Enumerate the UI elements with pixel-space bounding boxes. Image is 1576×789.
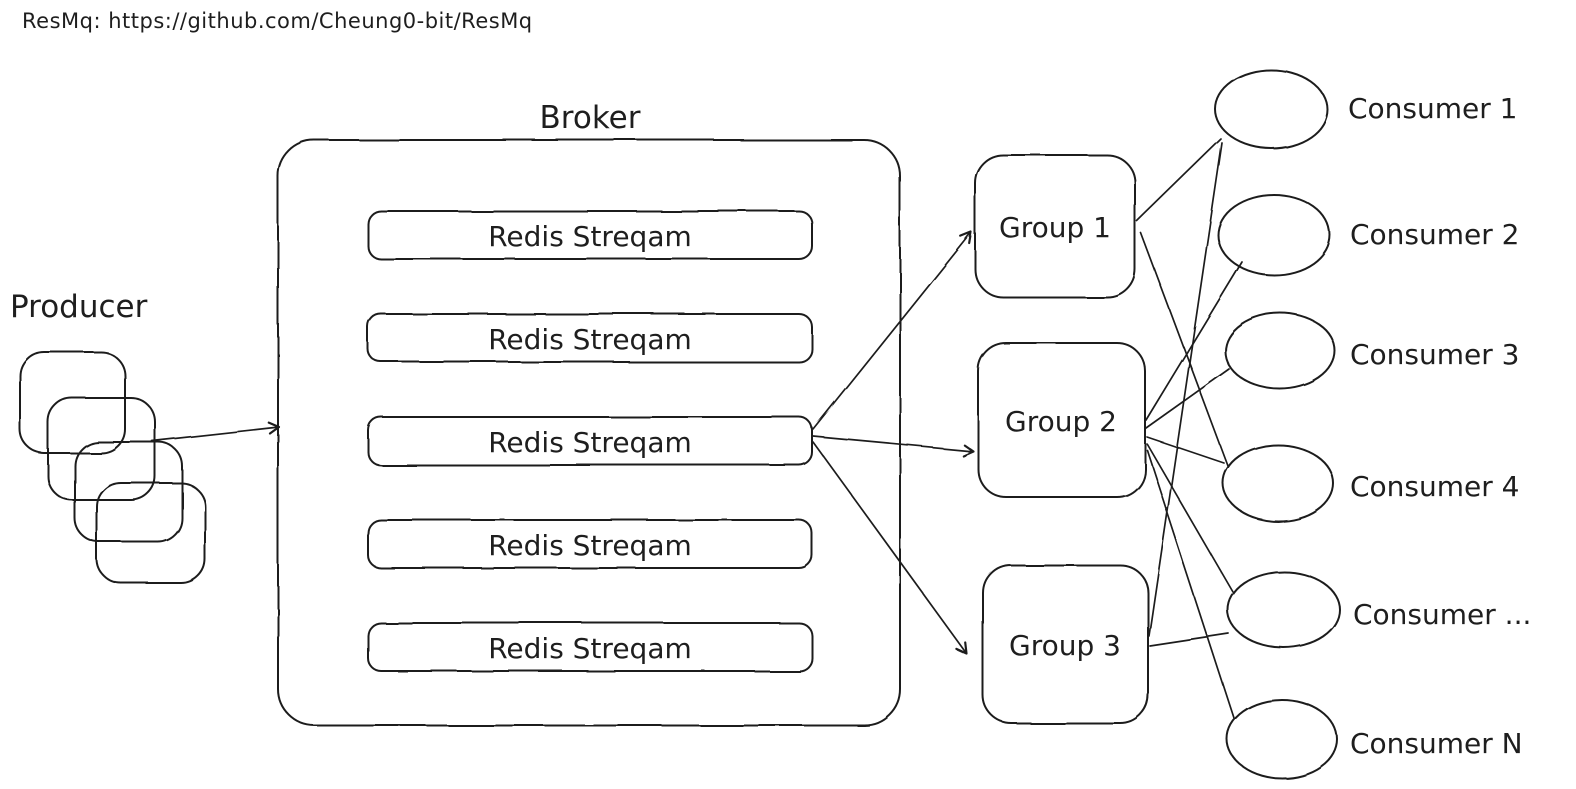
producer-box-1 — [19, 351, 126, 454]
consumer-node-4 — [1222, 444, 1334, 522]
redis-stream-label-5: Redis Streqam — [488, 632, 692, 665]
producer-box-4 — [96, 482, 206, 584]
group-label-1: Group 1 — [999, 211, 1111, 244]
edge-group2-consumer-ellipsis — [1146, 443, 1234, 593]
edge-group1-consumer1 — [1136, 138, 1222, 222]
arrow-producer-to-broker — [151, 421, 281, 442]
group-label-3: Group 3 — [1009, 629, 1121, 662]
group-box-2 — [977, 342, 1146, 498]
edge-group3-consumer-ellipsis — [1149, 633, 1230, 647]
producer-stack — [19, 351, 206, 584]
redis-stream-box-2 — [367, 313, 813, 363]
group-box-3 — [982, 564, 1149, 724]
consumer-label-2: Consumer 2 — [1350, 218, 1520, 251]
redis-stream-box-4 — [367, 519, 813, 569]
consumer-node-3 — [1224, 312, 1336, 390]
producer-box-2 — [47, 397, 156, 501]
redis-stream-label-2: Redis Streqam — [488, 323, 692, 356]
consumer-node-ellipsis — [1227, 571, 1341, 649]
redis-stream-box-5 — [367, 622, 813, 672]
consumer-label-4: Consumer 4 — [1350, 470, 1520, 503]
arrow-stream3-to-group2 — [812, 435, 975, 457]
redis-stream-label-3: Redis Streqam — [488, 426, 692, 459]
arrow-stream3-to-group3 — [812, 441, 969, 656]
redis-stream-box-3 — [367, 416, 813, 466]
producer-label: Producer — [10, 289, 148, 325]
group-box-1 — [974, 154, 1136, 298]
redis-stream-label-4: Redis Streqam — [488, 529, 692, 562]
edge-group2-consumer4 — [1146, 436, 1225, 464]
consumer-label-3: Consumer 3 — [1350, 338, 1520, 371]
consumer-node-2 — [1217, 194, 1331, 276]
diagram-caption: ResMq: https://github.com/Cheung0-bit/Re… — [22, 9, 533, 33]
consumer-label-1: Consumer 1 — [1348, 92, 1518, 125]
edge-group2-consumer2 — [1145, 261, 1243, 421]
arrow-stream3-to-group1 — [812, 230, 973, 430]
consumer-label-ellipsis: Consumer ... — [1353, 598, 1531, 631]
edge-group3-consumer1 — [1148, 142, 1223, 637]
consumer-node-1 — [1214, 69, 1328, 149]
consumer-node-n — [1226, 699, 1338, 779]
edge-group1-consumer4 — [1140, 232, 1229, 467]
edge-group2-consumer-n — [1146, 449, 1235, 719]
producer-box-3 — [74, 441, 183, 543]
redis-stream-box-1 — [367, 210, 813, 260]
broker-label: Broker — [540, 100, 641, 136]
consumer-label-n: Consumer N — [1350, 727, 1523, 760]
edge-group2-consumer3 — [1145, 368, 1230, 429]
group-label-2: Group 2 — [1005, 405, 1117, 438]
redis-stream-label-1: Redis Streqam — [488, 220, 692, 253]
